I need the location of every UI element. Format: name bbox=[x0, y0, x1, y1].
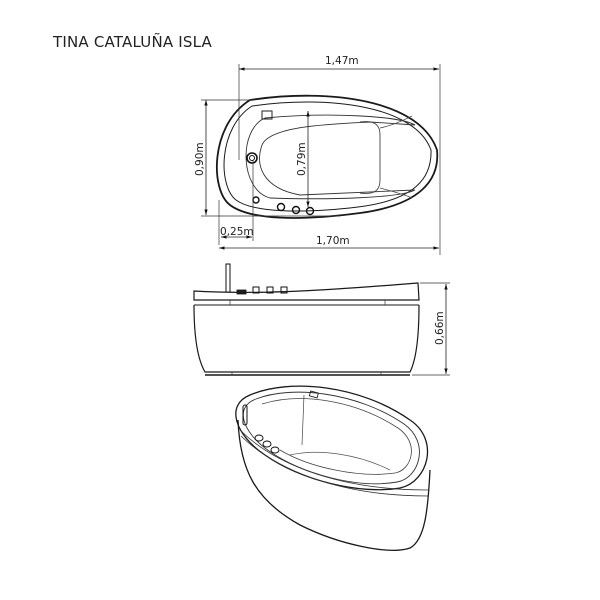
dim-height: 0,66m bbox=[434, 311, 446, 345]
dim-outer-length: 1,70m bbox=[316, 235, 350, 247]
dim-outer-width: 0,90m bbox=[194, 142, 206, 176]
side-view: 0,66m bbox=[193, 263, 450, 376]
drawing-title: TINA CATALUÑA ISLA bbox=[53, 33, 213, 51]
dim-drain-offset: 0,25m bbox=[220, 226, 254, 238]
dim-inner-width: 0,79m bbox=[296, 142, 308, 176]
dim-inner-length: 1,47m bbox=[325, 55, 359, 67]
isometric-view bbox=[235, 385, 431, 551]
top-view: 1,47m 0,90m 0,79m 0,25m 1,70m bbox=[194, 55, 441, 255]
